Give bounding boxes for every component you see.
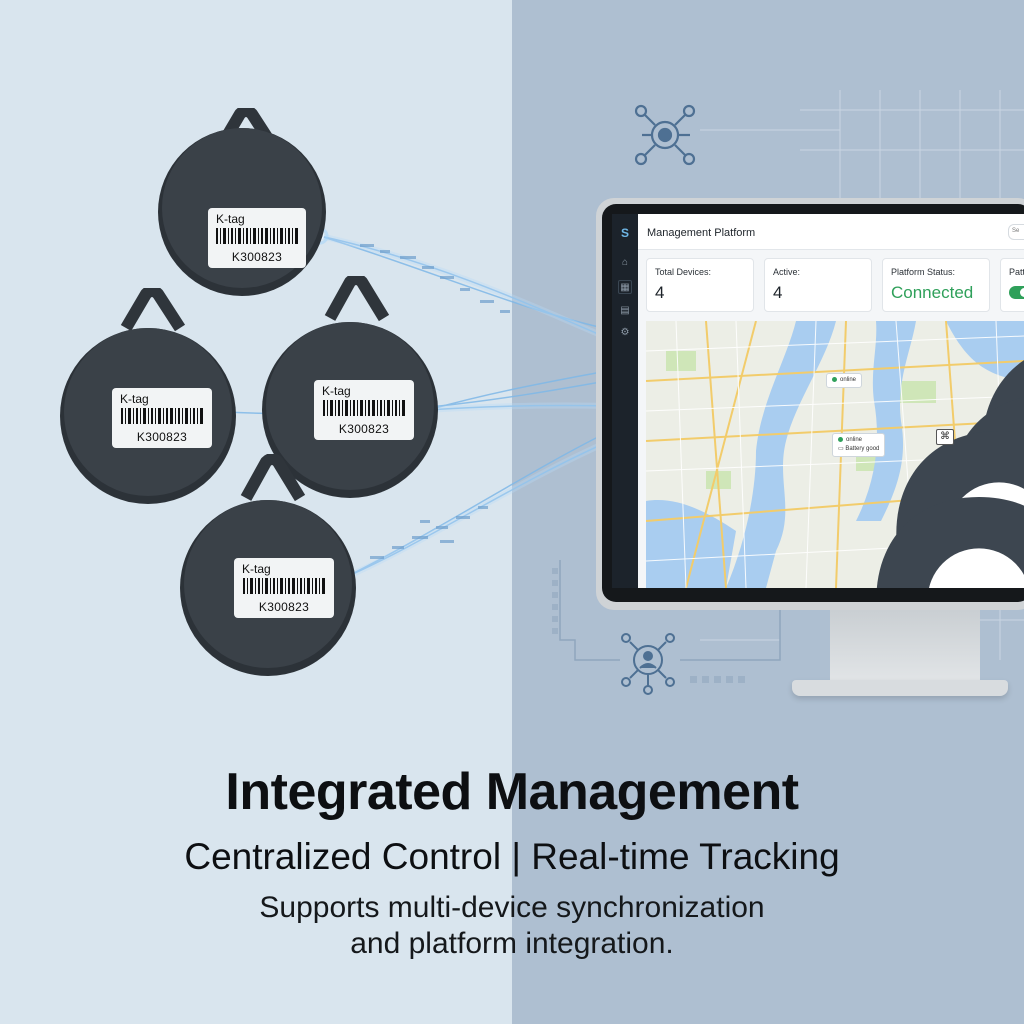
card-label: Patt [1009,267,1024,277]
logo-icon[interactable]: S [620,226,629,240]
barcode-icon [323,400,405,416]
tag-id: K300823 [231,250,283,264]
tag-name: K-tag [120,392,149,406]
k-tag-device: K-tag K300823 [150,105,330,298]
map-popup: online ▭ Battery good [832,433,886,457]
page-title: Management Platform [647,227,756,239]
home-icon[interactable]: ⌂ [621,257,629,268]
tracking-map[interactable]: ⌘ online online ▭ Battery good [646,321,1024,588]
tag-name: K-tag [322,384,351,398]
toggle-switch[interactable] [1009,286,1024,299]
tag-name: K-tag [242,562,271,576]
k-tag-device: K-tag K300823 [176,453,362,680]
tag-label: K-tag K300823 [112,388,212,448]
subheadline: Centralized Control | Real-time Tracking [184,836,840,877]
popup-status: online [846,437,863,443]
active-devices-card: Active: 4 [764,258,872,312]
popup-status: online [840,377,857,383]
header-search-control[interactable]: Se [1008,224,1024,240]
card-label: Platform Status: [891,267,956,277]
status-value: Connected [891,283,974,302]
tag-label: K-tag K300823 [234,558,334,618]
barcode-icon [243,578,325,594]
connection-decor [217,90,1024,695]
monitor-stand [830,608,980,686]
description-line: and platform integration. [350,927,674,960]
card-value: 4 [773,283,783,302]
online-dot [832,376,837,382]
battery-icon: ▭ [838,446,846,452]
barcode-icon [121,408,203,424]
popup-battery: Battery good [845,446,880,452]
network-hub-icon [634,104,696,166]
headline: Integrated Management [225,763,799,821]
list-icon[interactable]: ▤ [620,305,630,316]
route-icon[interactable]: ⌘ [936,429,954,445]
tag-label: K-tag K300823 [314,380,414,440]
location-pin-icon[interactable] [790,497,1024,588]
description-line: Supports multi-device synchronization [259,891,765,924]
map-popup: online [826,373,863,388]
user-network-icon [621,633,675,695]
description: Supports multi-device synchronization an… [0,890,1024,962]
tag-id: K300823 [136,430,188,444]
pattern-card: Patt [1000,258,1024,312]
side-nav: S ⌂ ▦ ▤ ⚙ [612,214,638,588]
total-devices-card: Total Devices: 4 [646,258,754,312]
settings-icon[interactable]: ⚙ [620,327,630,338]
platform-status-card: Platform Status: Connected [882,258,990,312]
tag-id: K300823 [258,600,310,614]
k-tag-device: K-tag K300823 [258,273,440,506]
management-platform-screen: S ⌂ ▦ ▤ ⚙ Management Platform Se Total D… [612,214,1024,588]
online-dot [838,436,843,442]
tag-name: K-tag [216,212,245,226]
tag-id: K300823 [338,422,390,436]
card-value: 4 [655,283,665,302]
monitor-base [792,680,1008,696]
card-label: Total Devices: [655,267,712,277]
card-label: Active: [773,267,801,277]
k-tag-device: K-tag K300823 [56,285,236,513]
barcode-icon [216,228,298,244]
grid-icon[interactable]: ▦ [618,280,632,294]
tag-label: K-tag K300823 [208,208,306,268]
app-header: Management Platform Se [638,214,1024,250]
